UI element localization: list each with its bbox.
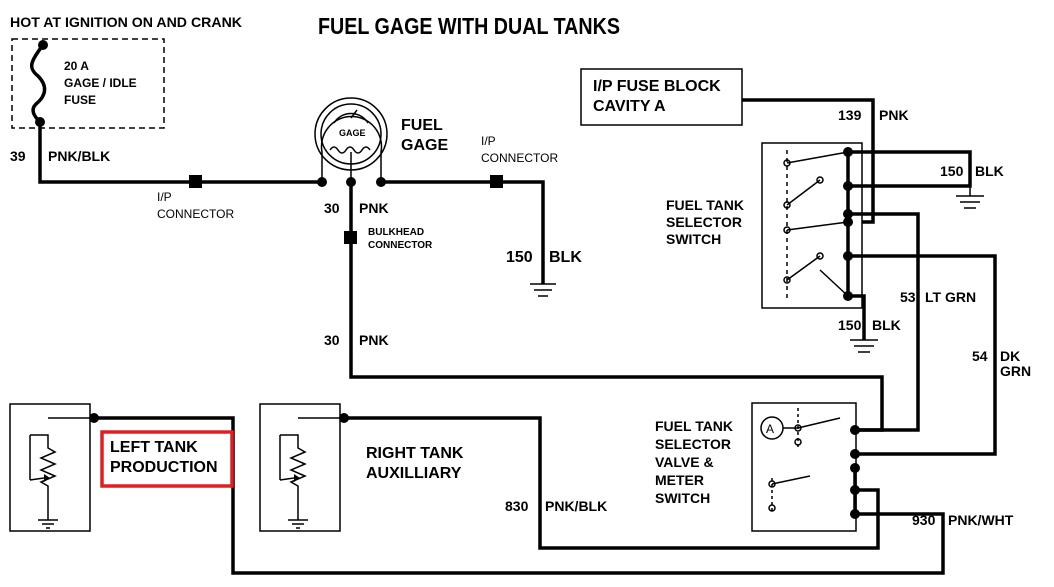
wire-53 (848, 212, 920, 432)
ground-symbol-mid (850, 339, 878, 353)
ip-connector-right-label-2: CONNECTOR (481, 151, 558, 165)
wire-54-num: 54 (972, 348, 988, 364)
wire-930 (94, 416, 945, 575)
selector-valve-label-5: SWITCH (655, 490, 710, 506)
fuse-block-box (580, 68, 743, 126)
wire-30-color-a: PNK (359, 200, 389, 216)
right-tank-sender (259, 403, 349, 532)
wire-930-num: 930 (912, 512, 936, 528)
wire-54 (848, 254, 997, 456)
wire-139-color: PNK (879, 107, 909, 123)
right-tank-label-1: RIGHT TANK (366, 445, 464, 462)
ip-connector-left-label-1: I/P (157, 190, 172, 204)
fuse: 20 A GAGE / IDLE FUSE (11, 38, 165, 129)
ground-symbol-top (956, 186, 984, 209)
selector-valve-label-4: METER (655, 472, 704, 488)
selector-valve-label-3: VALVE & (655, 454, 714, 470)
right-tank-label-2: AUXILLIARY (366, 465, 462, 482)
wire-150-top-color: BLK (975, 163, 1004, 179)
wire-150-gage-color: BLK (549, 249, 582, 266)
wire-150-mid-color: BLK (872, 317, 901, 333)
wire-53-num: 53 (900, 289, 916, 305)
left-tank-highlight (100, 430, 234, 488)
wire-830-color: PNK/BLK (545, 498, 607, 514)
wire-139-num: 139 (838, 107, 862, 123)
selector-switch-label-3: SWITCH (666, 231, 721, 247)
bulkhead-connector (344, 231, 357, 244)
wire-150-mid-num: 150 (838, 317, 862, 333)
left-tank-label-2: PRODUCTION (110, 459, 218, 476)
fuse-block-label-2: CAVITY A (593, 98, 666, 115)
wire-39-color: PNK/BLK (48, 148, 110, 164)
wire-830 (344, 416, 880, 550)
wire-830-num: 830 (505, 498, 529, 514)
ip-connector-right-label-1: I/P (481, 134, 496, 148)
wire-30-color-b: PNK (359, 332, 389, 348)
wire-54-color-1: DK (1000, 348, 1020, 364)
wire-150-mid (848, 294, 866, 340)
bulkhead-label-2: CONNECTOR (368, 240, 433, 251)
fuel-tank-selector-valve: A (751, 402, 860, 532)
wire-30-num-b: 30 (324, 332, 340, 348)
fuse-label-1: 20 A (64, 59, 89, 73)
ip-connector-right (490, 175, 503, 188)
fuse-block-label-1: I/P FUSE BLOCK (593, 78, 721, 95)
ip-connector-left (189, 175, 202, 188)
meter-symbol: A (766, 422, 774, 436)
gage-dial-text: GAGE (339, 128, 366, 138)
fuel-tank-selector-switch (761, 142, 863, 309)
wire-150-gage-num: 150 (506, 249, 533, 266)
left-tank-sender (9, 403, 99, 532)
selector-valve-label-2: SELECTOR (655, 436, 731, 452)
wire-54-color-2: GRN (1000, 363, 1031, 379)
selector-valve-label-1: FUEL TANK (655, 418, 733, 434)
wire-930-color: PNK/WHT (948, 512, 1014, 528)
selector-switch-label-1: FUEL TANK (666, 197, 744, 213)
fuel-gage-symbol: GAGE (314, 97, 388, 187)
diagram-title: FUEL GAGE WITH DUAL TANKS (318, 13, 620, 39)
hot-label: HOT AT IGNITION ON AND CRANK (10, 14, 242, 30)
wire-150-gage (381, 180, 545, 284)
left-tank-label-1: LEFT TANK (110, 439, 198, 456)
fuel-gage-label-1: FUEL (401, 117, 443, 134)
bulkhead-label-1: BULKHEAD (368, 227, 424, 238)
fuse-label-2: GAGE / IDLE (64, 76, 137, 90)
wire-53-color: LT GRN (925, 289, 976, 305)
fuel-gage-label-2: GAGE (401, 137, 448, 154)
wire-39-num: 39 (10, 148, 26, 164)
wire-39 (38, 122, 322, 184)
selector-switch-label-2: SELECTOR (666, 214, 742, 230)
fuse-label-3: FUSE (64, 93, 96, 107)
ground-symbol-gage (530, 283, 556, 297)
wire-30-num-a: 30 (324, 200, 340, 216)
wire-150-top (848, 150, 972, 188)
wire-150-top-num: 150 (940, 163, 964, 179)
ip-connector-left-label-2: CONNECTOR (157, 207, 234, 221)
